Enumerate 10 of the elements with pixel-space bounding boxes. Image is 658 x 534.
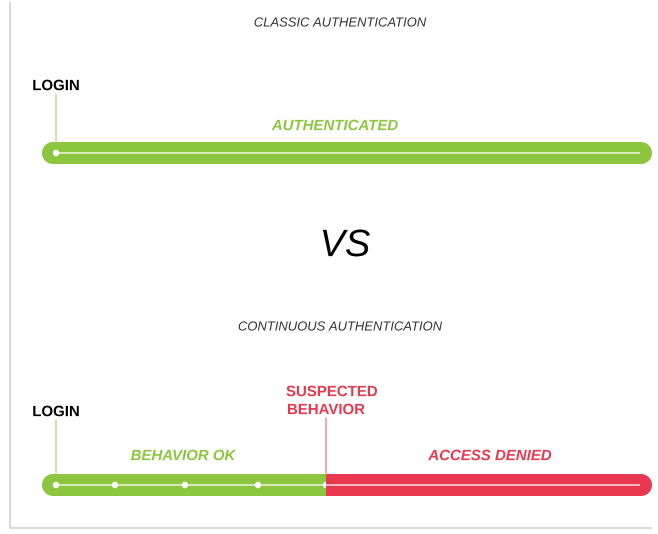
node-label: ACCESS DENIED: [428, 450, 552, 460]
node-label: BEHAVIOR OK: [130, 450, 236, 460]
event-label: LOGIN: [33, 406, 79, 416]
timeline-bar: AUTHENTICATED: [42, 120, 652, 164]
event-label: LOGIN: [33, 80, 79, 90]
versus-label: VS: [322, 230, 370, 256]
heading: CLASSIC AUTHENTICATION: [254, 17, 426, 27]
event-label: SUSPECTED BEHAVIOR: [286, 386, 378, 414]
heading: CONTINUOUS AUTHENTICATION: [238, 321, 442, 331]
node-label: AUTHENTICATED: [272, 120, 398, 130]
